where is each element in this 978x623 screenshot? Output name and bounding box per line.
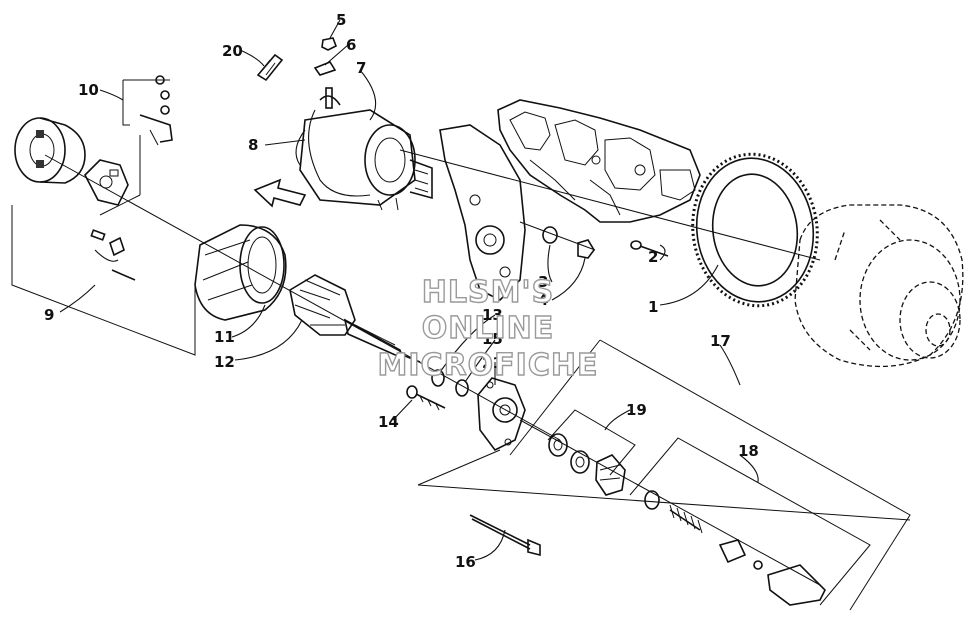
bolt-2 [630, 240, 669, 257]
brush-springs [90, 229, 136, 281]
callout-4: 4 [538, 291, 548, 309]
group-16-bracket [417, 449, 911, 521]
callout-3: 3 [538, 273, 548, 291]
watermark: HLSM'S ONLINE MICROFICHE [377, 274, 599, 383]
callout-12: 12 [214, 353, 235, 371]
callout-2: 2 [648, 248, 658, 266]
group-17-bracket [509, 339, 911, 611]
nut-washer-3-4 [519, 221, 596, 259]
callout-11: 11 [214, 328, 235, 346]
washers-13-15 [431, 369, 469, 397]
washer-6 [313, 61, 337, 76]
direction-arrow [253, 178, 307, 208]
pinion-group-19 [547, 409, 636, 496]
drive-end-housing [477, 377, 526, 452]
callout-8: 8 [248, 136, 258, 154]
watermark-line-1: HLSM'S [422, 275, 554, 310]
callout-13: 13 [482, 306, 503, 324]
nut-5 [321, 37, 338, 51]
callout-5: 5 [336, 11, 346, 29]
starter-motor [295, 87, 433, 211]
callout-6: 6 [346, 36, 356, 54]
leader-lines [59, 19, 759, 561]
callout-20: 20 [222, 42, 243, 60]
spring-group-18 [629, 437, 871, 606]
group-9-bracket [11, 205, 196, 356]
callout-14: 14 [378, 413, 399, 431]
brush-holder [84, 159, 129, 206]
field-frame [194, 224, 287, 321]
mounting-bracket [439, 124, 526, 301]
drive-clutch [794, 204, 964, 368]
callout-21: 21 [482, 354, 503, 372]
callout-1: 1 [648, 298, 658, 316]
callout-labels: 1 2 3 4 5 6 7 8 9 10 11 12 13 14 15 16 1… [44, 11, 759, 571]
through-bolt [406, 385, 446, 411]
end-cap [14, 117, 86, 184]
callout-7: 7 [356, 59, 366, 77]
callout-16: 16 [455, 553, 476, 571]
callout-9: 9 [44, 306, 54, 324]
callout-19: 19 [626, 401, 647, 419]
callout-18: 18 [738, 442, 759, 460]
watermark-line-2: ONLINE [422, 311, 555, 346]
long-bolt [469, 514, 541, 557]
engine-block [497, 99, 701, 223]
callout-15: 15 [482, 330, 503, 348]
watermark-line-3: MICROFICHE [378, 348, 599, 383]
armature [289, 274, 421, 363]
callout-17: 17 [710, 332, 731, 350]
callout-10: 10 [78, 81, 99, 99]
terminal-hardware [99, 75, 173, 216]
spring-20 [256, 53, 284, 82]
